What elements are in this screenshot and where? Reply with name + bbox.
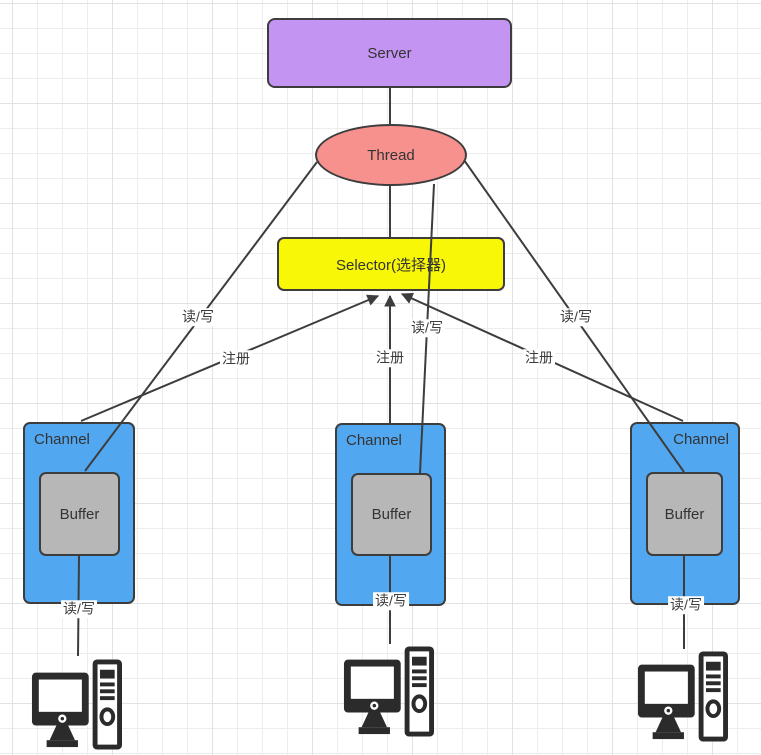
client-computer-icon [636,650,728,742]
node-thread: Thread [315,124,467,186]
client-computer-icon [30,658,122,750]
buffer-left-label: Buffer [59,505,100,523]
buffer-right-label: Buffer [664,505,705,523]
edge-label-readwrite-left: 读/写 [180,308,216,326]
node-selector: Selector(选择器) [277,237,505,291]
edge-label-readwrite-client-middle: 读/写 [373,592,409,610]
edge-label-register-right: 注册 [523,349,555,367]
edge-label-readwrite-middle: 读/写 [409,319,445,337]
node-buffer-left: Buffer [39,472,120,556]
edge-label-register-left: 注册 [220,350,252,368]
channel-left-label: Channel [34,431,90,448]
thread-label: Thread [367,146,415,164]
buffer-middle-label: Buffer [371,506,412,523]
node-buffer-right: Buffer [646,472,723,556]
edge-label-readwrite-client-left: 读/写 [61,600,97,618]
node-server: Server [267,18,512,88]
channel-middle-label: Channel [346,432,402,449]
edge-label-readwrite-right: 读/写 [558,308,594,326]
channel-right-label: Channel [673,431,729,448]
client-computer-icon [342,645,434,737]
selector-label: Selector(选择器) [335,256,447,274]
node-buffer-middle: Buffer [351,473,432,556]
edge-label-readwrite-client-right: 读/写 [668,596,704,614]
edge-label-register-middle: 注册 [374,349,406,367]
server-label: Server [367,44,412,62]
